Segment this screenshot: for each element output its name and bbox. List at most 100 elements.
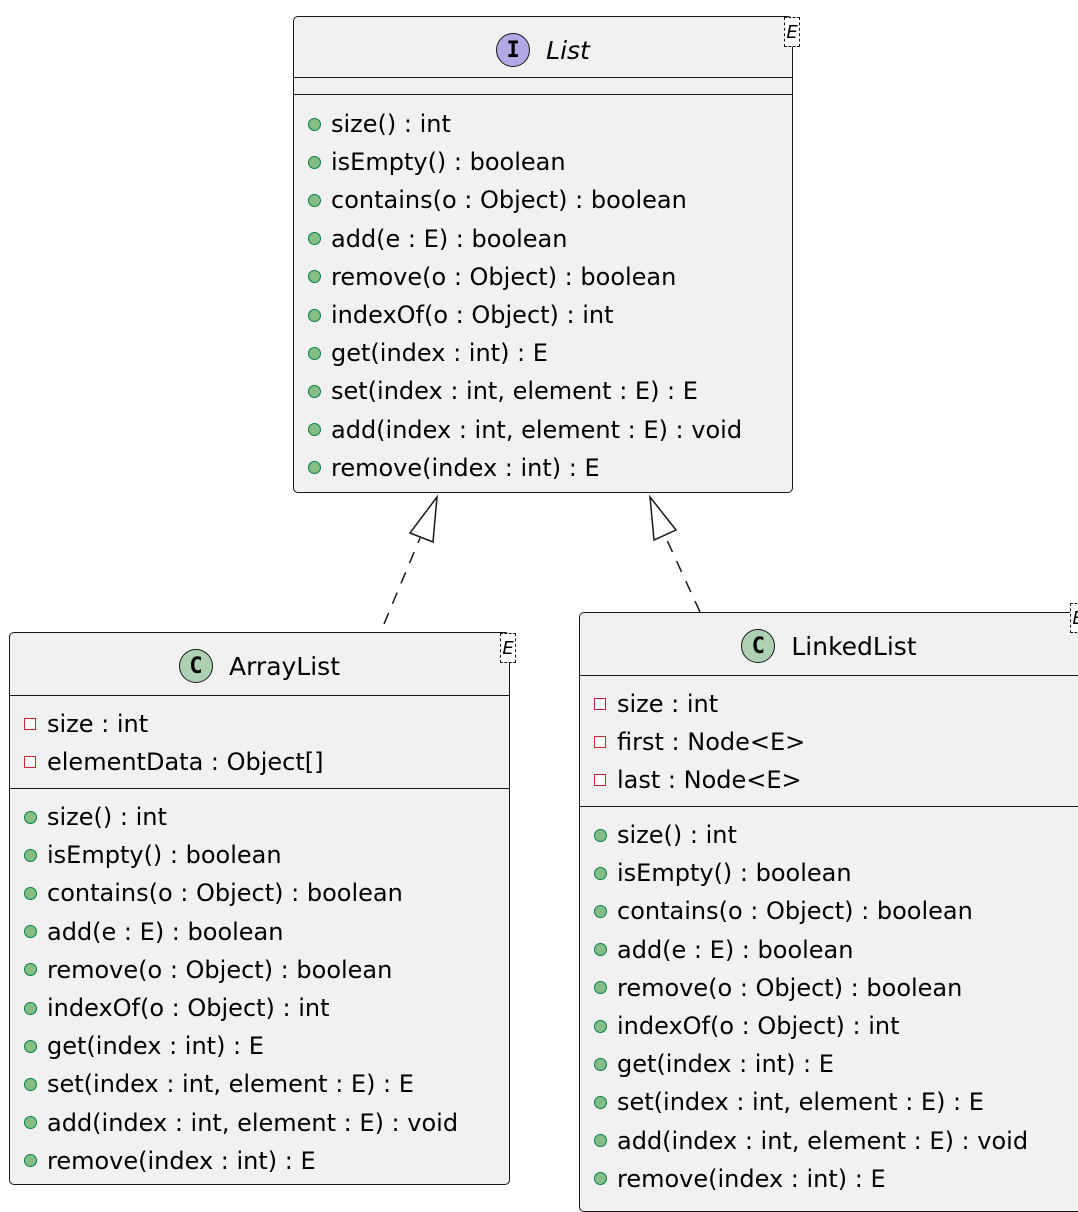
public-method-text: get(index : int) : E (617, 1050, 834, 1079)
public-visibility-icon (594, 1095, 607, 1109)
public-method-text: remove(o : Object) : boolean (47, 955, 393, 984)
public-visibility-icon (308, 384, 321, 398)
private-field: last : Node<E> (594, 761, 805, 799)
public-method: set(index : int, element : E) : E (24, 1065, 458, 1103)
linkedlist-realizes-list-line (665, 537, 701, 613)
class-linkedlist-fields-separator (580, 806, 1078, 807)
public-method-text: contains(o : Object) : boolean (617, 897, 973, 926)
public-visibility-icon (24, 810, 37, 824)
public-visibility-icon (24, 925, 37, 939)
interface-list-fields-separator (294, 94, 792, 95)
public-visibility-icon (594, 1172, 607, 1186)
public-visibility-icon (308, 461, 321, 475)
public-visibility-icon (594, 904, 607, 918)
class-linkedlist-methods: size() : int isEmpty() : boolean contains(… (594, 816, 1028, 1198)
public-method: add(index : int, element : E) : void (308, 411, 742, 449)
public-visibility-icon (308, 423, 321, 437)
public-method-text: get(index : int) : E (331, 339, 548, 368)
class-linkedlist-header: C LinkedList (580, 627, 1078, 665)
public-method: add(e : E) : boolean (308, 220, 742, 258)
public-visibility-icon (594, 1019, 607, 1033)
public-method-text: indexOf(o : Object) : int (617, 1012, 900, 1041)
class-arraylist-fields-separator (10, 788, 509, 789)
public-method: contains(o : Object) : boolean (308, 181, 742, 219)
class-linkedlist-name-separator (580, 675, 1078, 676)
interface-list-header: I List (294, 31, 792, 69)
public-method-text: add(e : E) : boolean (47, 917, 284, 946)
public-visibility-icon (24, 1154, 37, 1168)
public-visibility-icon (24, 1077, 37, 1091)
public-visibility-icon (24, 1039, 37, 1053)
arraylist-realization-arrowhead (408, 494, 438, 544)
private-field-text: elementData : Object[] (47, 748, 324, 777)
public-method: indexOf(o : Object) : int (24, 989, 458, 1027)
public-method: remove(o : Object) : boolean (308, 258, 742, 296)
public-visibility-icon (594, 1057, 607, 1071)
public-method: indexOf(o : Object) : int (594, 1007, 1028, 1045)
public-method-text: set(index : int, element : E) : E (617, 1088, 984, 1117)
public-method: remove(index : int) : E (594, 1160, 1028, 1198)
private-visibility-icon (594, 774, 606, 787)
class-arraylist-type-param: E (500, 633, 516, 663)
public-method: remove(index : int) : E (24, 1142, 458, 1180)
public-method-text: add(e : E) : boolean (617, 935, 854, 964)
public-method-text: remove(index : int) : E (617, 1164, 886, 1193)
private-visibility-icon (24, 718, 36, 731)
interface-list-type-param: E (784, 17, 800, 47)
private-field-text: first : Node<E> (617, 728, 806, 757)
public-visibility-icon (308, 232, 321, 246)
public-visibility-icon (308, 193, 321, 207)
public-method-text: remove(index : int) : E (47, 1146, 316, 1175)
public-method-text: remove(o : Object) : boolean (331, 262, 677, 291)
public-visibility-icon (308, 270, 321, 284)
public-visibility-icon (308, 117, 321, 131)
public-method: add(e : E) : boolean (24, 913, 458, 951)
public-method: remove(index : int) : E (308, 449, 742, 487)
public-method: remove(o : Object) : boolean (594, 969, 1028, 1007)
private-field-text: last : Node<E> (617, 766, 802, 795)
class-linkedlist-type-param: E (1070, 603, 1078, 633)
public-method: isEmpty() : boolean (24, 836, 458, 874)
linkedlist-realization-arrowhead (649, 494, 678, 542)
public-method-text: add(index : int, element : E) : void (331, 415, 743, 444)
interface-list[interactable]: I List E size() : int isEmpty() : boolean… (293, 16, 800, 493)
public-visibility-icon (308, 346, 321, 360)
public-visibility-icon (594, 866, 607, 880)
public-method-text: size() : int (47, 803, 167, 832)
public-method-text: size() : int (617, 821, 737, 850)
public-method-text: add(index : int, element : E) : void (617, 1126, 1029, 1155)
public-method-text: contains(o : Object) : boolean (331, 186, 687, 215)
public-method: size() : int (308, 105, 742, 143)
interface-list-methods: size() : int isEmpty() : boolean contains(… (308, 105, 742, 487)
class-arraylist-header: C ArrayList (10, 647, 509, 685)
interface-badge-icon: I (496, 33, 531, 67)
public-method: get(index : int) : E (308, 334, 742, 372)
public-method: set(index : int, element : E) : E (308, 372, 742, 410)
private-visibility-icon (594, 698, 606, 711)
public-method: add(e : E) : boolean (594, 931, 1028, 969)
public-method-text: get(index : int) : E (47, 1032, 264, 1061)
private-visibility-icon (594, 736, 606, 749)
public-method-text: remove(index : int) : E (331, 453, 600, 482)
public-method: size() : int (594, 816, 1028, 854)
public-method-text: isEmpty() : boolean (331, 148, 566, 177)
public-method-text: size() : int (331, 110, 451, 139)
private-field: elementData : Object[] (24, 743, 324, 781)
public-method: set(index : int, element : E) : E (594, 1083, 1028, 1121)
public-method-text: remove(o : Object) : boolean (617, 973, 963, 1002)
public-method-text: set(index : int, element : E) : E (331, 377, 698, 406)
public-method-text: isEmpty() : boolean (617, 859, 852, 888)
public-method: size() : int (24, 798, 458, 836)
public-visibility-icon (24, 1001, 37, 1015)
public-method-text: set(index : int, element : E) : E (47, 1070, 414, 1099)
public-method: contains(o : Object) : boolean (594, 892, 1028, 930)
public-visibility-icon (24, 1116, 37, 1130)
public-method: remove(o : Object) : boolean (24, 951, 458, 989)
public-method-text: add(index : int, element : E) : void (47, 1108, 459, 1137)
public-method-text: indexOf(o : Object) : int (47, 994, 330, 1023)
